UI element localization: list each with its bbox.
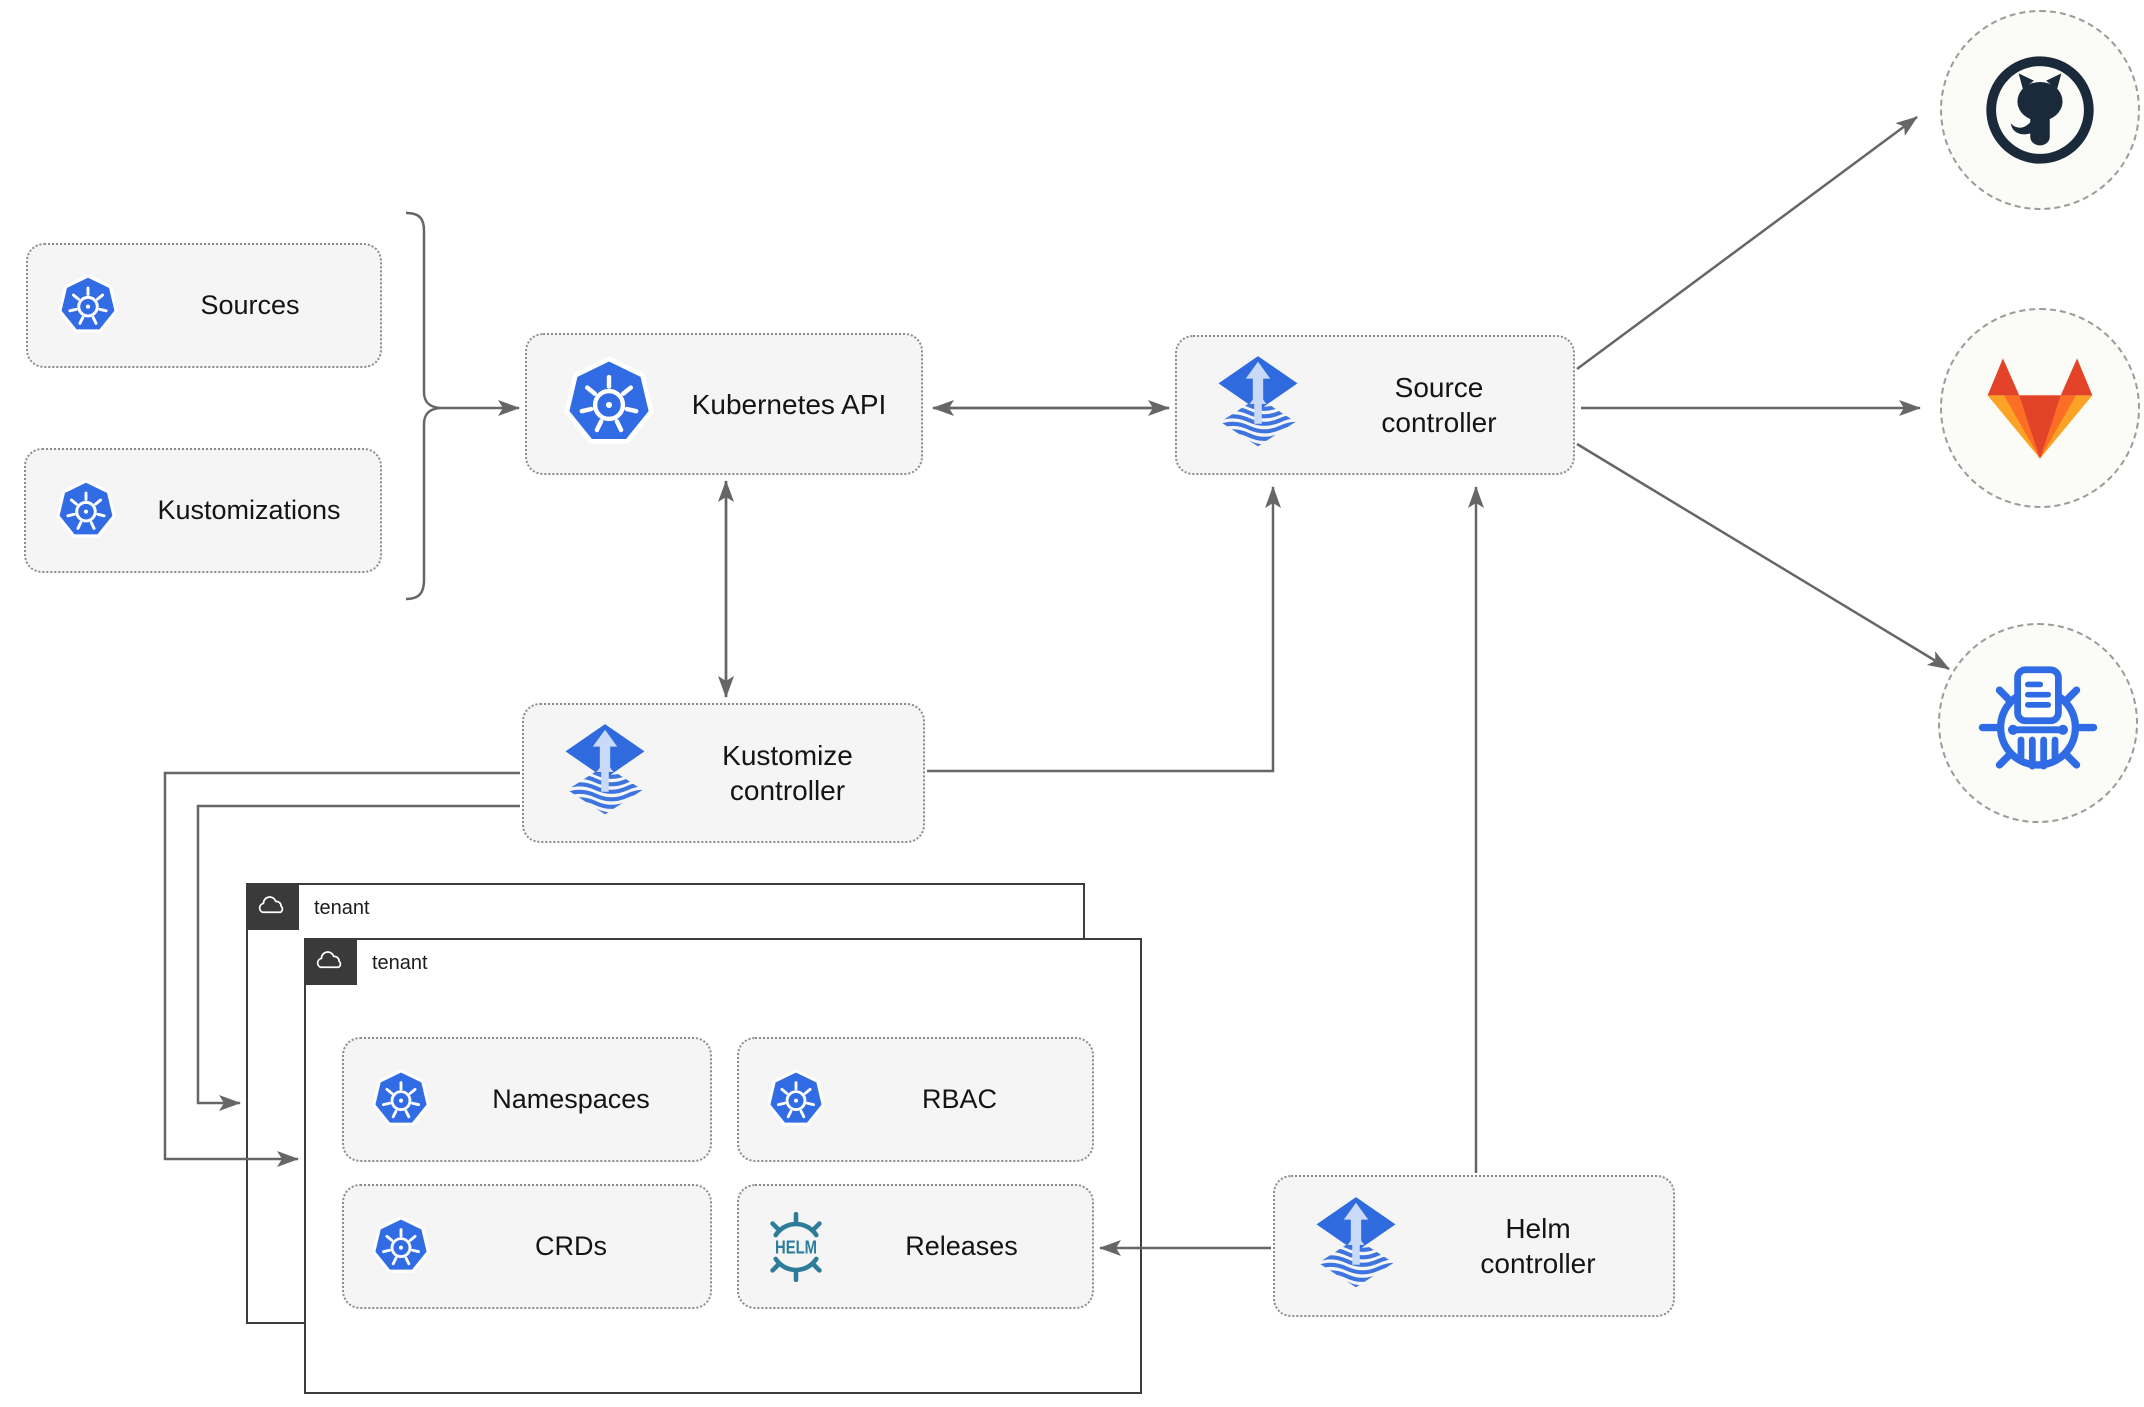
node-sources: Sources [26, 243, 382, 368]
endpoint-github [1940, 10, 2140, 210]
edge-source-to-store [1576, 442, 1950, 671]
node-helm-controller: Helm controller [1273, 1175, 1675, 1317]
node-label: Kustomizations [157, 494, 341, 525]
gitlab-icon [1980, 356, 2100, 461]
node-kubernetes-api: Kubernetes API [525, 333, 923, 475]
node-label: Namespaces [492, 1083, 650, 1114]
cloud-icon [314, 950, 346, 972]
flux-icon [1309, 1197, 1403, 1295]
tenant-badge [303, 937, 357, 985]
manifest-store-icon [1970, 655, 2106, 791]
endpoint-manifest-store [1938, 623, 2138, 823]
tenant-badge [245, 882, 299, 930]
kubernetes-icon [765, 1069, 827, 1131]
flux-icon [1211, 356, 1305, 454]
edge-source-to-github [1576, 115, 1918, 371]
github-icon [1979, 49, 2101, 171]
node-crds: CRDs [342, 1184, 712, 1309]
edge-group-bracket [405, 211, 441, 601]
node-label: Kustomize controller [722, 740, 853, 806]
node-namespaces: Namespaces [342, 1037, 712, 1162]
node-label: Sources [200, 289, 300, 320]
node-label: Kubernetes API [691, 388, 887, 420]
node-label: Source controller [1381, 372, 1497, 438]
node-source-controller: Source controller [1175, 335, 1575, 475]
node-label: Helm controller [1480, 1213, 1596, 1279]
tenant-label: tenant [314, 897, 370, 919]
edge-kustomize-to-source [927, 486, 1281, 773]
endpoint-gitlab [1940, 308, 2140, 508]
flux-icon [558, 724, 652, 822]
tenant-group-front: tenant Namespaces RBAC CRDs Releases [303, 937, 1142, 1394]
tenant-label: tenant [372, 952, 428, 974]
kubernetes-icon [54, 479, 118, 543]
cloud-icon [256, 895, 288, 917]
kubernetes-icon [370, 1069, 432, 1131]
helm-icon [761, 1212, 831, 1282]
node-label: Releases [905, 1230, 1018, 1261]
node-releases: Releases [737, 1184, 1094, 1309]
node-kustomizations: Kustomizations [24, 448, 382, 573]
kubernetes-icon [561, 356, 657, 452]
node-label: RBAC [921, 1083, 997, 1114]
node-kustomize-controller: Kustomize controller [522, 703, 925, 843]
node-rbac: RBAC [737, 1037, 1094, 1162]
node-label: CRDs [535, 1230, 607, 1261]
kubernetes-icon [370, 1216, 432, 1278]
kubernetes-icon [56, 274, 120, 338]
